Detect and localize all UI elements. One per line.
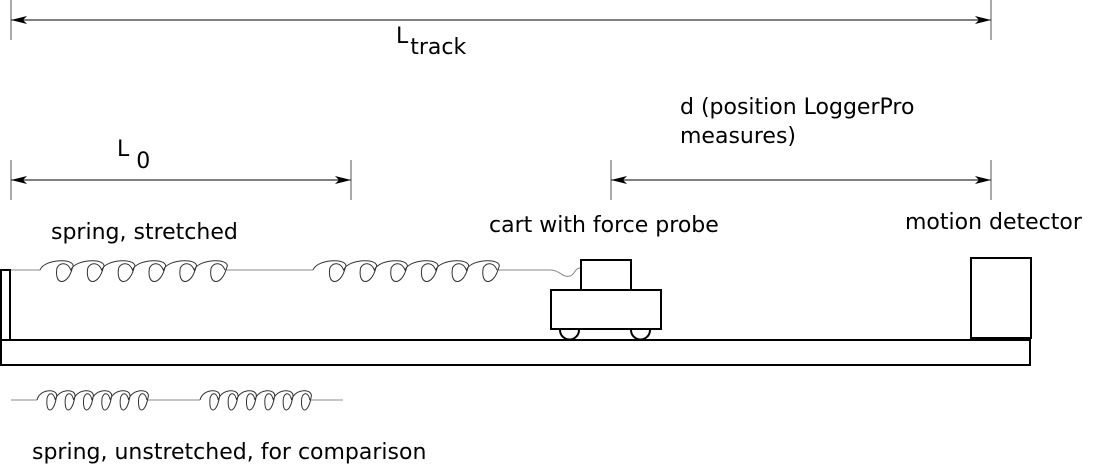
track-length-dimension: Ltrack bbox=[10, 0, 992, 60]
spring-unstretched-label: spring, unstretched, for comparison bbox=[32, 440, 426, 465]
position-label-line2: measures) bbox=[680, 124, 796, 149]
track bbox=[0, 339, 1031, 366]
motion-detector-label: motion detector bbox=[905, 210, 1083, 235]
spring-coil-section bbox=[199, 390, 312, 411]
motion-detector bbox=[970, 257, 1032, 339]
cart-wheel-right bbox=[630, 329, 651, 341]
track-length-label: Ltrack bbox=[396, 24, 467, 60]
cart bbox=[549, 259, 662, 341]
cart-wheel-left bbox=[559, 329, 580, 341]
unstretched-spring bbox=[11, 390, 343, 411]
stretched-spring bbox=[11, 260, 550, 282]
probe-hook bbox=[549, 267, 582, 277]
position-dimension: d (position LoggerPro measures) bbox=[610, 95, 992, 200]
cart-body bbox=[550, 289, 662, 330]
spring-coil-section bbox=[36, 390, 149, 411]
position-label-line1: d (position LoggerPro bbox=[680, 95, 914, 120]
end-wall bbox=[0, 269, 11, 341]
spring-coil-section bbox=[39, 260, 228, 282]
spring-stretched-label: spring, stretched bbox=[51, 220, 238, 245]
cart-label: cart with force probe bbox=[489, 213, 719, 238]
force-probe bbox=[580, 259, 632, 291]
spring-coil-section bbox=[312, 260, 500, 282]
